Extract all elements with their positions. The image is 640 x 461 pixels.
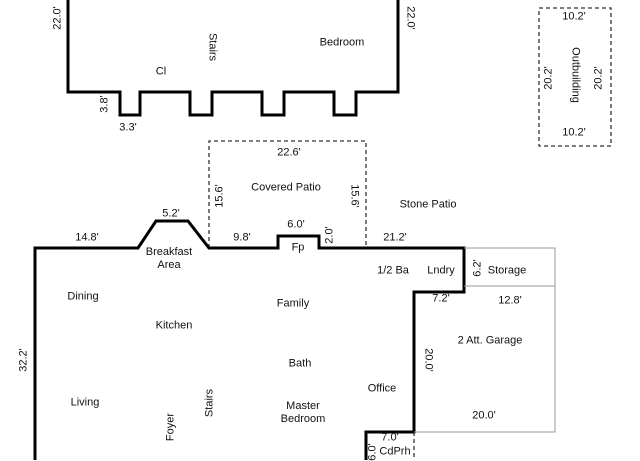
room-storage-label: Storage: [487, 264, 527, 277]
room-family-label: Family: [276, 297, 310, 310]
upper-floor-walls: [66, 0, 400, 117]
outbuilding-outline: [538, 7, 612, 147]
dim-fireplace-width: 6.0': [287, 218, 305, 231]
dim-main-top-mid: 9.8': [233, 231, 251, 244]
dim-garage-depth: 20.0': [422, 348, 435, 372]
dim-main-top-left: 14.8': [75, 231, 99, 244]
room-stone-patio-label: Stone Patio: [399, 198, 457, 211]
dim-patio-right: 15.6': [348, 184, 361, 208]
room-fireplace-label: Fp: [291, 241, 305, 254]
room-foyer-label: Foyer: [164, 412, 177, 442]
dim-step-width: 3.3': [119, 121, 137, 134]
room-kitchen-label: Kitchen: [155, 319, 193, 332]
dim-patio-top: 22.6': [277, 146, 301, 159]
dim-porch-depth: 6.0': [366, 443, 379, 461]
dim-patio-left: 15.6': [213, 184, 226, 208]
main-floor-walls: [33, 219, 466, 460]
dim-main-left: 32.2': [17, 348, 30, 372]
dim-step-height: 3.8': [98, 95, 111, 113]
dim-upper-right: 22.0': [404, 6, 417, 30]
dim-upper-left: 22.0': [51, 6, 64, 30]
dim-storage-width: 12.8': [498, 294, 522, 307]
room-stairs-upper-label: Stairs: [206, 32, 219, 62]
dim-outbuilding-top: 10.2': [562, 10, 586, 23]
dim-outbuilding-left: 20.2': [542, 66, 555, 90]
room-bath-label: Bath: [288, 357, 312, 370]
room-outbuilding-label: Outbuilding: [569, 47, 582, 103]
room-half-bath-label: 1/2 Ba: [377, 264, 409, 277]
room-dining-label: Dining: [67, 290, 99, 303]
covered-patio-outline: [208, 140, 367, 248]
dim-garage-width: 20.0': [472, 409, 496, 422]
dim-outbuilding-bottom: 10.2': [562, 126, 586, 139]
dim-fireplace-depth: 2.0': [323, 226, 336, 244]
room-office-label: Office: [367, 382, 397, 395]
garage-outline: [414, 247, 556, 433]
dim-outbuilding-right: 20.2': [592, 66, 605, 90]
room-covered-porch-label: CdPrh: [379, 445, 411, 458]
dim-storage-depth: 6.2': [471, 259, 484, 277]
room-master-bedroom-label: Master Bedroom: [280, 399, 326, 425]
room-closet-label: Cl: [155, 65, 167, 78]
room-garage-label: 2 Att. Garage: [457, 334, 523, 347]
room-laundry-label: Lndry: [427, 264, 455, 277]
dim-porch-width: 7.0': [381, 431, 399, 444]
room-covered-patio-label: Covered Patio: [251, 181, 321, 194]
room-breakfast-area-label: Breakfast Area: [145, 245, 193, 271]
room-stairs-lower-label: Stairs: [203, 388, 216, 418]
dim-breakfast-bay: 5.2': [162, 207, 180, 220]
dim-laundry-width: 7.2': [432, 292, 450, 305]
dim-main-top-right: 21.2': [383, 231, 407, 244]
room-bedroom-label: Bedroom: [319, 36, 365, 49]
room-living-label: Living: [70, 396, 100, 409]
